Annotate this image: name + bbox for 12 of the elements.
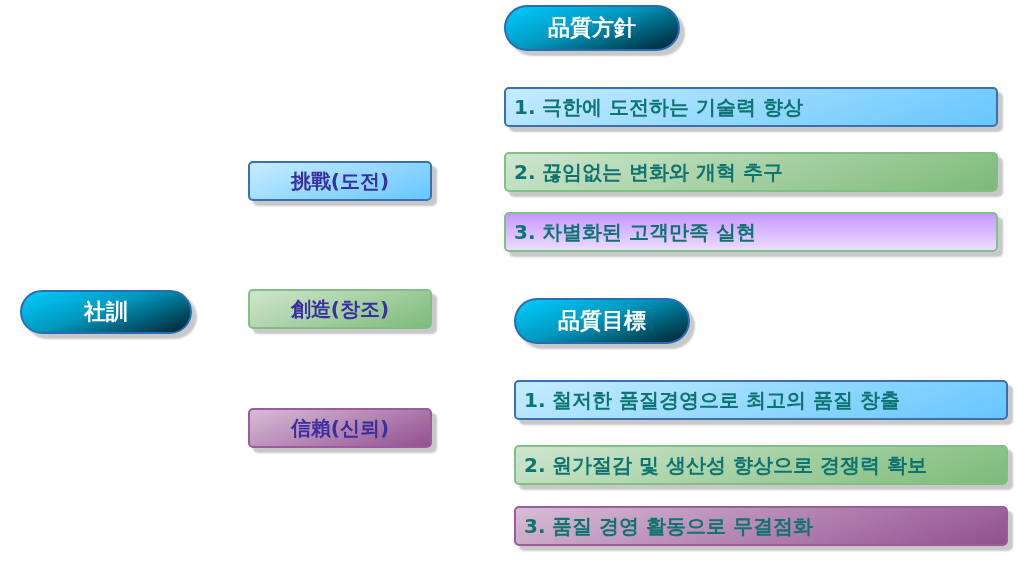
pill-button: 品質目標 <box>514 298 690 344</box>
item-box: 3. 품질 경영 활동으로 무결점화 <box>514 506 1008 546</box>
item-box: 3. 차별화된 고객만족 실현 <box>504 212 998 252</box>
label-box: 信賴(신뢰) <box>248 408 432 448</box>
pill-button: 社訓 <box>20 290 192 334</box>
item-box: 1. 극한에 도전하는 기술력 향상 <box>504 87 998 127</box>
pill-button: 品質方針 <box>504 5 680 51</box>
item-box: 1. 철저한 품질경영으로 최고의 품질 창출 <box>514 380 1008 420</box>
label-box: 創造(창조) <box>248 289 432 329</box>
item-box: 2. 끊임없는 변화와 개혁 추구 <box>504 152 998 192</box>
label-box: 挑戰(도전) <box>248 161 432 201</box>
item-box: 2. 원가절감 및 생산성 향상으로 경쟁력 확보 <box>514 445 1008 485</box>
